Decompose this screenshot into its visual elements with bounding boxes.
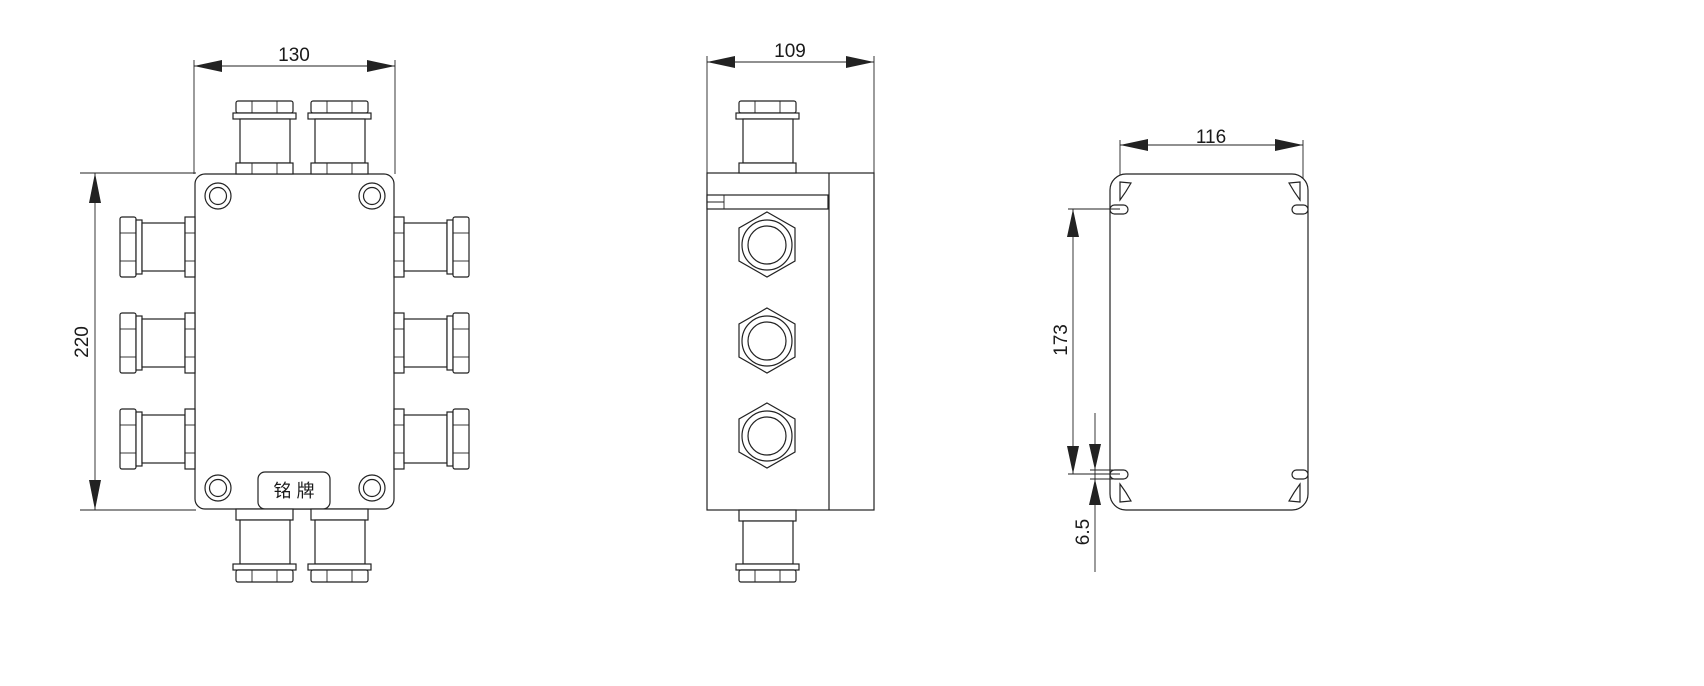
front-enclosure <box>194 173 395 510</box>
front-width-dimension: 130 <box>193 45 396 174</box>
side-enclosure <box>706 172 875 511</box>
mounting-slot-icon <box>1109 181 1309 503</box>
slot-dimension-label: 6.5 <box>1073 519 1094 545</box>
side-top-cable-gland-icon <box>735 100 800 174</box>
mounting-view: 116 173 <box>1051 127 1309 572</box>
side-width-label: 109 <box>774 41 806 62</box>
mounting-plate <box>1109 173 1309 511</box>
front-height-dimension: 220 <box>72 172 196 511</box>
mounting-height-label: 173 <box>1051 324 1072 356</box>
nameplate: 铭 牌 <box>257 471 331 510</box>
mounting-width-dimension: 116 <box>1119 127 1304 180</box>
mounting-width-label: 116 <box>1196 127 1226 148</box>
right-cable-gland-icon <box>393 216 470 470</box>
left-cable-gland-icon <box>119 216 196 470</box>
side-bottom-cable-gland-icon <box>735 509 800 583</box>
side-width-dimension: 109 <box>706 41 875 173</box>
side-view: 109 <box>706 41 875 583</box>
slot-dimension: 6.5 <box>1073 413 1120 572</box>
front-view: 130 220 铭 牌 <box>72 45 470 583</box>
mounting-height-dimension: 173 <box>1051 208 1120 475</box>
corner-screw-icon <box>204 182 386 502</box>
front-width-label: 130 <box>278 45 310 66</box>
hex-nut-icon <box>738 211 796 469</box>
nameplate-label: 铭 牌 <box>273 481 314 501</box>
bottom-cable-gland-icon <box>232 508 372 583</box>
top-cable-gland-icon <box>232 100 372 175</box>
front-height-label: 220 <box>72 326 93 358</box>
